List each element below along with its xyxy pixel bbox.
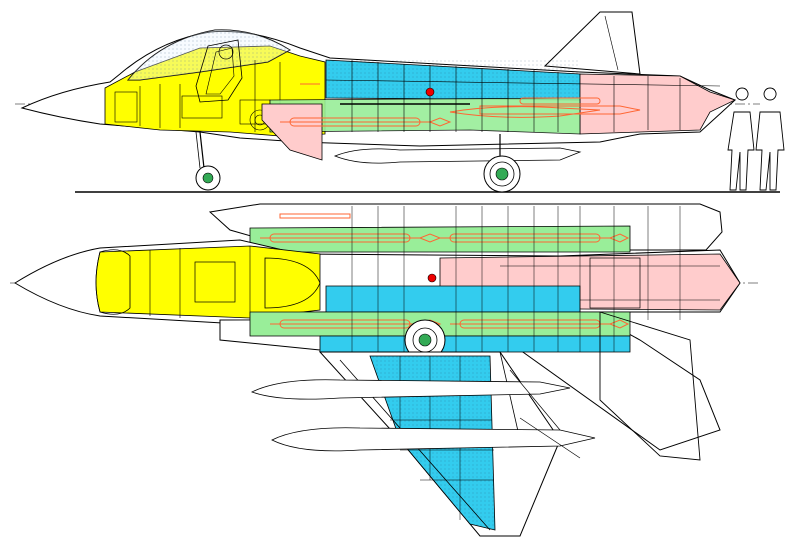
scale-human-figures: [727, 87, 785, 191]
side-ejection-seat: [195, 39, 243, 103]
top-horizontal-stabilizer: [599, 311, 701, 461]
side-external-tank: [333, 147, 582, 164]
side-red-marker: [425, 87, 435, 97]
top-view: [10, 203, 760, 537]
side-main-gear: [483, 134, 521, 193]
side-bay-missiles: [280, 83, 641, 127]
side-view: [15, 11, 785, 193]
wing-drop-tank-1: [250, 379, 571, 400]
top-upper-weapons-bay: [249, 225, 631, 253]
side-engine-region: [579, 73, 737, 135]
top-main-wheel: [404, 319, 446, 361]
side-canopy: [126, 29, 291, 81]
top-frame-grid: [351, 206, 681, 352]
top-red-marker: [427, 273, 437, 283]
top-lower-fuel-bay: [319, 335, 631, 353]
human-figure-1: [727, 87, 755, 191]
human-figure-2: [755, 87, 785, 191]
wing-drop-tank-2: [271, 427, 596, 452]
side-nose-gear: [195, 131, 221, 191]
top-fuel-tank: [325, 285, 581, 313]
side-frame-grid: [325, 60, 721, 132]
vertical-tail: [543, 11, 641, 75]
